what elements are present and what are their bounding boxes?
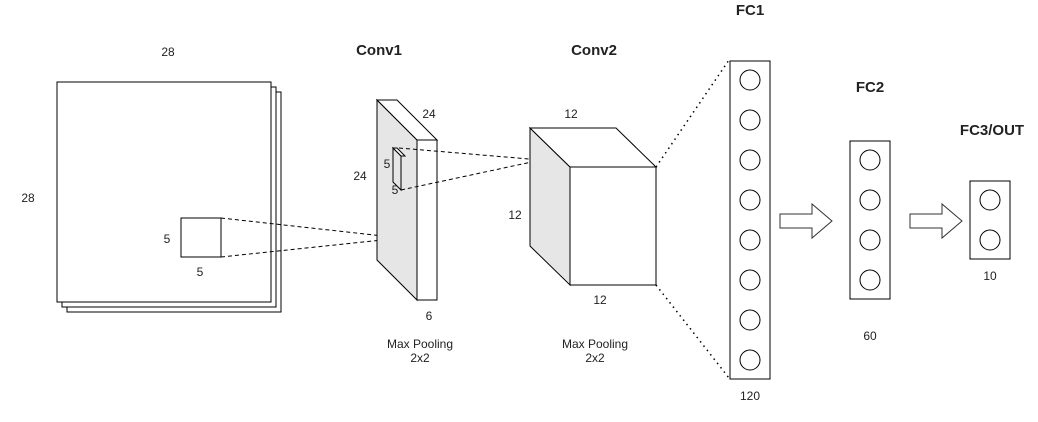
projection-line xyxy=(400,159,542,191)
input-feature-stack xyxy=(56,81,282,313)
input-sheet-front xyxy=(56,81,272,303)
projection-line xyxy=(220,217,402,239)
fc2-to-fc3-arrow-icon xyxy=(909,202,963,240)
fc2-neuron-node xyxy=(859,229,881,251)
conv1-pooling-size: 2x2 xyxy=(410,351,430,365)
fc3-nodes xyxy=(979,189,1001,251)
fc2-neuron-node xyxy=(859,189,881,211)
fc1-neuron-node xyxy=(739,309,761,331)
fc1-to-fc2-arrow-icon xyxy=(779,202,833,240)
conv1-pooling-text: Max Pooling xyxy=(387,337,453,351)
input-height-label: 28 xyxy=(21,191,35,205)
fc3-neuron-node xyxy=(979,189,1001,211)
conv1-slab xyxy=(375,98,439,302)
fc2-neuron-node xyxy=(859,269,881,291)
conv2-pooling-size: 2x2 xyxy=(585,351,605,365)
conv2-title: Conv2 xyxy=(571,42,617,59)
input-to-conv1-projection xyxy=(220,217,402,258)
input-width-label: 28 xyxy=(161,45,175,59)
fc2-nodes xyxy=(859,149,881,291)
fc1-neuron-node xyxy=(739,229,761,251)
fc2-neuron-node xyxy=(859,149,881,171)
conv1-kernel-height-label: 5 xyxy=(384,157,391,171)
fc3-neuron-node xyxy=(979,229,1001,251)
conv1-kernel-top xyxy=(391,147,407,157)
conv1-title: Conv1 xyxy=(356,42,402,59)
conv2-width-label: 12 xyxy=(564,107,578,121)
conv2-to-fc1-connection xyxy=(655,59,730,379)
dotted-connector xyxy=(655,59,730,168)
projection-line xyxy=(220,237,402,258)
fc1-neuron-node xyxy=(739,109,761,131)
fc1-neuron-node xyxy=(739,269,761,291)
fc1-neuron-node xyxy=(739,349,761,371)
fc1-neuron-node xyxy=(739,149,761,171)
conv2-cube xyxy=(528,126,658,287)
input-kernel-window xyxy=(180,217,222,258)
fc3-title: FC3/OUT xyxy=(960,122,1024,139)
conv2-pooling-text: Max Pooling xyxy=(562,337,628,351)
fc2-size-label: 60 xyxy=(863,329,877,343)
conv1-front-face xyxy=(416,139,438,301)
fc3-size-label: 10 xyxy=(983,269,997,283)
conv2-front-face xyxy=(569,166,657,286)
input-kernel-width-label: 5 xyxy=(197,265,204,279)
fc1-layer-box xyxy=(729,60,771,380)
conv1-width-label: 24 xyxy=(422,107,436,121)
conv1-depth-label: 6 xyxy=(426,309,433,323)
conv1-to-conv2-projection xyxy=(398,147,542,191)
conv2-depth-label: 12 xyxy=(593,293,607,307)
conv1-height-label: 24 xyxy=(353,169,367,183)
fc1-neuron-node xyxy=(739,189,761,211)
dotted-connector xyxy=(655,284,730,379)
projection-line xyxy=(398,147,542,161)
fc1-size-label: 120 xyxy=(740,389,760,403)
fc2-title: FC2 xyxy=(856,79,884,96)
fc1-title: FC1 xyxy=(736,2,764,19)
fc1-neuron-node xyxy=(739,69,761,91)
fc1-nodes xyxy=(739,69,761,371)
conv1-kernel-width-label: 5 xyxy=(392,183,399,197)
input-kernel-height-label: 5 xyxy=(164,232,171,246)
conv2-height-label: 12 xyxy=(508,208,522,222)
